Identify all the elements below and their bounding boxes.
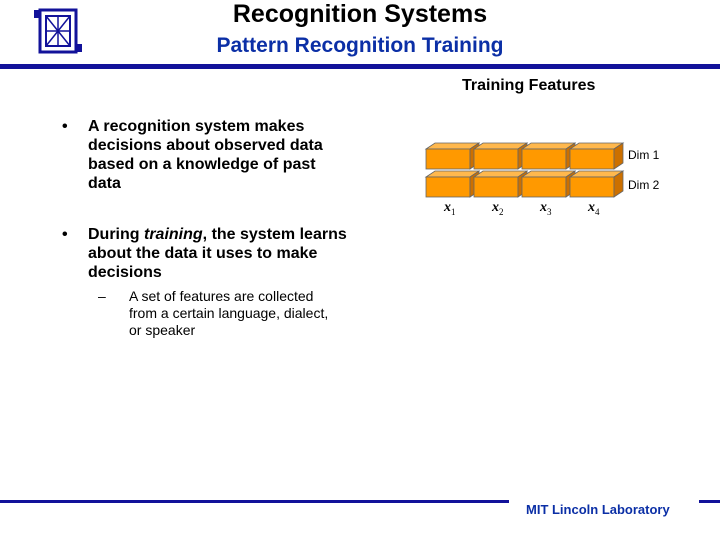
feature-index: 1 bbox=[451, 206, 456, 217]
footer-org: MIT Lincoln Laboratory bbox=[526, 502, 670, 517]
feature-cube bbox=[424, 142, 481, 170]
feature-index: 3 bbox=[547, 206, 552, 217]
bullet-text-start: During bbox=[88, 226, 144, 243]
feature-x1-label: x1 bbox=[444, 200, 456, 217]
figure-title: Training Features bbox=[462, 77, 596, 94]
dim-1-label: Dim 1 bbox=[628, 148, 660, 162]
sub-bullet-marker: – bbox=[98, 288, 106, 304]
page-subtitle: Pattern Recognition Training bbox=[216, 34, 504, 57]
feature-cube bbox=[520, 170, 577, 198]
feature-cube bbox=[472, 142, 529, 170]
bullet-marker: • bbox=[62, 226, 68, 243]
dim-2-label: Dim 2 bbox=[628, 178, 660, 192]
feature-cubes-diagram bbox=[424, 142, 625, 198]
footer-box bbox=[509, 490, 699, 540]
feature-var: x bbox=[444, 200, 451, 215]
feature-cube bbox=[520, 142, 577, 170]
feature-index: 2 bbox=[499, 206, 504, 217]
mit-ll-logo bbox=[34, 8, 82, 54]
bullet-text: During training, the system learns about… bbox=[88, 225, 350, 282]
page-title: Recognition Systems bbox=[232, 0, 488, 28]
bullet-marker: • bbox=[62, 118, 68, 135]
header-divider bbox=[0, 64, 720, 69]
feature-var: x bbox=[540, 200, 547, 215]
feature-index: 4 bbox=[595, 206, 600, 217]
bullet-text: A recognition system makes decisions abo… bbox=[88, 118, 323, 192]
feature-cube bbox=[424, 170, 481, 198]
feature-x4-label: x4 bbox=[588, 200, 600, 217]
feature-cube bbox=[568, 142, 625, 170]
feature-x2-label: x2 bbox=[492, 200, 504, 217]
bullet-text-end: , the system learns about the data it us… bbox=[88, 226, 347, 281]
feature-var: x bbox=[588, 200, 595, 215]
feature-cube bbox=[568, 170, 625, 198]
sub-bullet-text: A set of features are collected from a c… bbox=[129, 288, 329, 338]
bullet-text-emphasis: training bbox=[144, 226, 203, 243]
feature-cube bbox=[472, 170, 529, 198]
footer-divider bbox=[0, 500, 720, 503]
feature-x3-label: x3 bbox=[540, 200, 552, 217]
feature-var: x bbox=[492, 200, 499, 215]
